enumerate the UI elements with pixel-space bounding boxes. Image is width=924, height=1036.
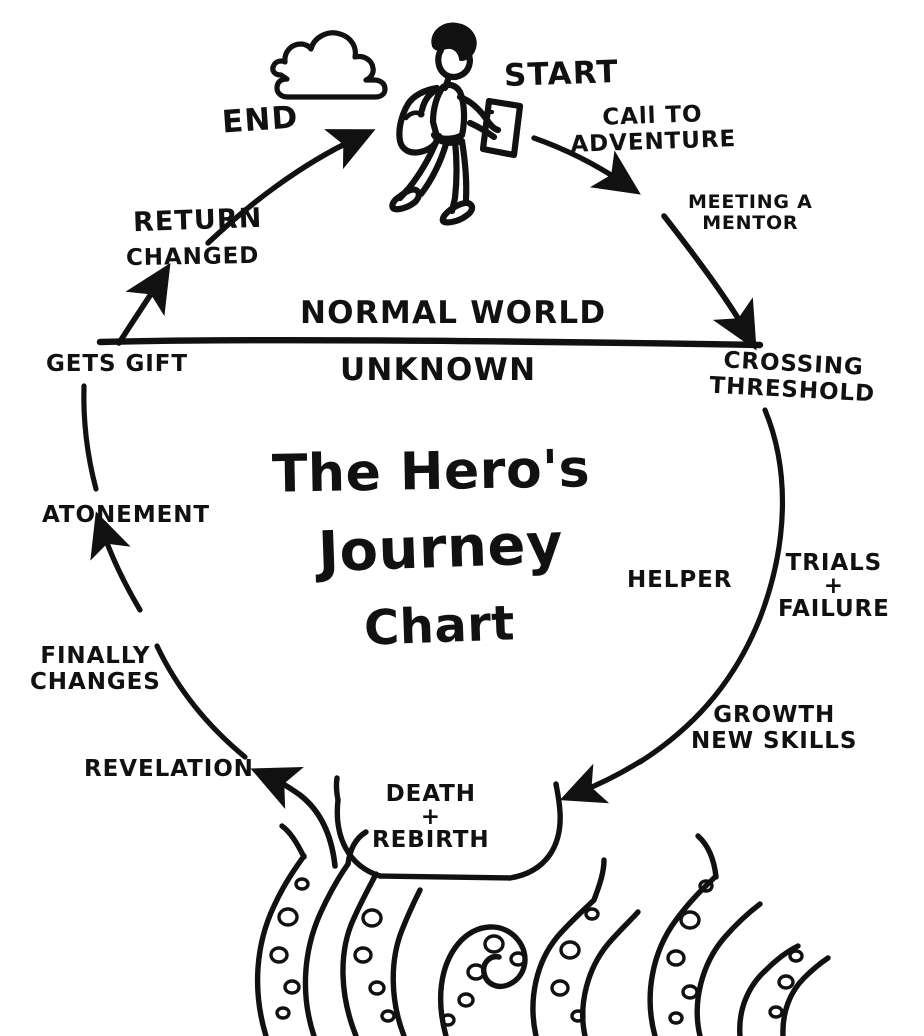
label-call-to-adventure: CAll TO ADVENTURE (570, 101, 737, 158)
gets-gift-arc (81, 383, 99, 492)
return-changed-arrow (116, 263, 171, 346)
finally-changes-arc (154, 643, 248, 760)
label-meeting-a-mentor: MEETING A MENTOR (688, 191, 813, 235)
label-atonement: ATONEMENT (42, 502, 211, 528)
label-gets-gift: GETS GIFT (46, 351, 188, 377)
atonement-arrow (90, 511, 143, 613)
label-growth-new-skills: GROWTH NEW SKILLS (691, 702, 858, 754)
label-crossing-threshold: CROSSING THRESHOLD (708, 347, 876, 408)
right-descent-arc (637, 407, 786, 765)
growth-arrow (559, 758, 644, 804)
label-return-changed-line2: CHANGED (125, 242, 260, 272)
label-start: START (503, 54, 620, 94)
end-arrow (205, 129, 376, 246)
world-divider-line (96, 336, 764, 349)
label-helper: HELPER (627, 567, 733, 593)
tentacles-illustration (254, 775, 831, 1036)
page-title-line1: The Hero's (271, 439, 591, 505)
label-normal-world: NORMAL WORLD (300, 295, 607, 331)
label-death-and-rebirth: DEATH + REBIRTH (372, 781, 490, 853)
cloud-icon (270, 30, 388, 100)
label-revelation: REVELATION (84, 756, 254, 782)
label-trials-and-failure: TRIALS + FAILURE (778, 550, 890, 622)
call-to-adventure-arrow (531, 135, 641, 195)
label-unknown: UNKNOWN (340, 352, 537, 388)
label-end: END (220, 99, 300, 141)
meeting-mentor-arrow (661, 213, 757, 351)
label-finally-changes: FINALLY CHANGES (30, 643, 161, 695)
page-title-line2: Journey (316, 511, 565, 586)
revelation-arrow (250, 767, 338, 869)
label-return-changed-line1: RETURN (132, 202, 263, 239)
walking-hero-figure (389, 22, 524, 226)
page-title-line3: Chart (363, 595, 516, 657)
tentacle-suckers (269, 877, 804, 1027)
